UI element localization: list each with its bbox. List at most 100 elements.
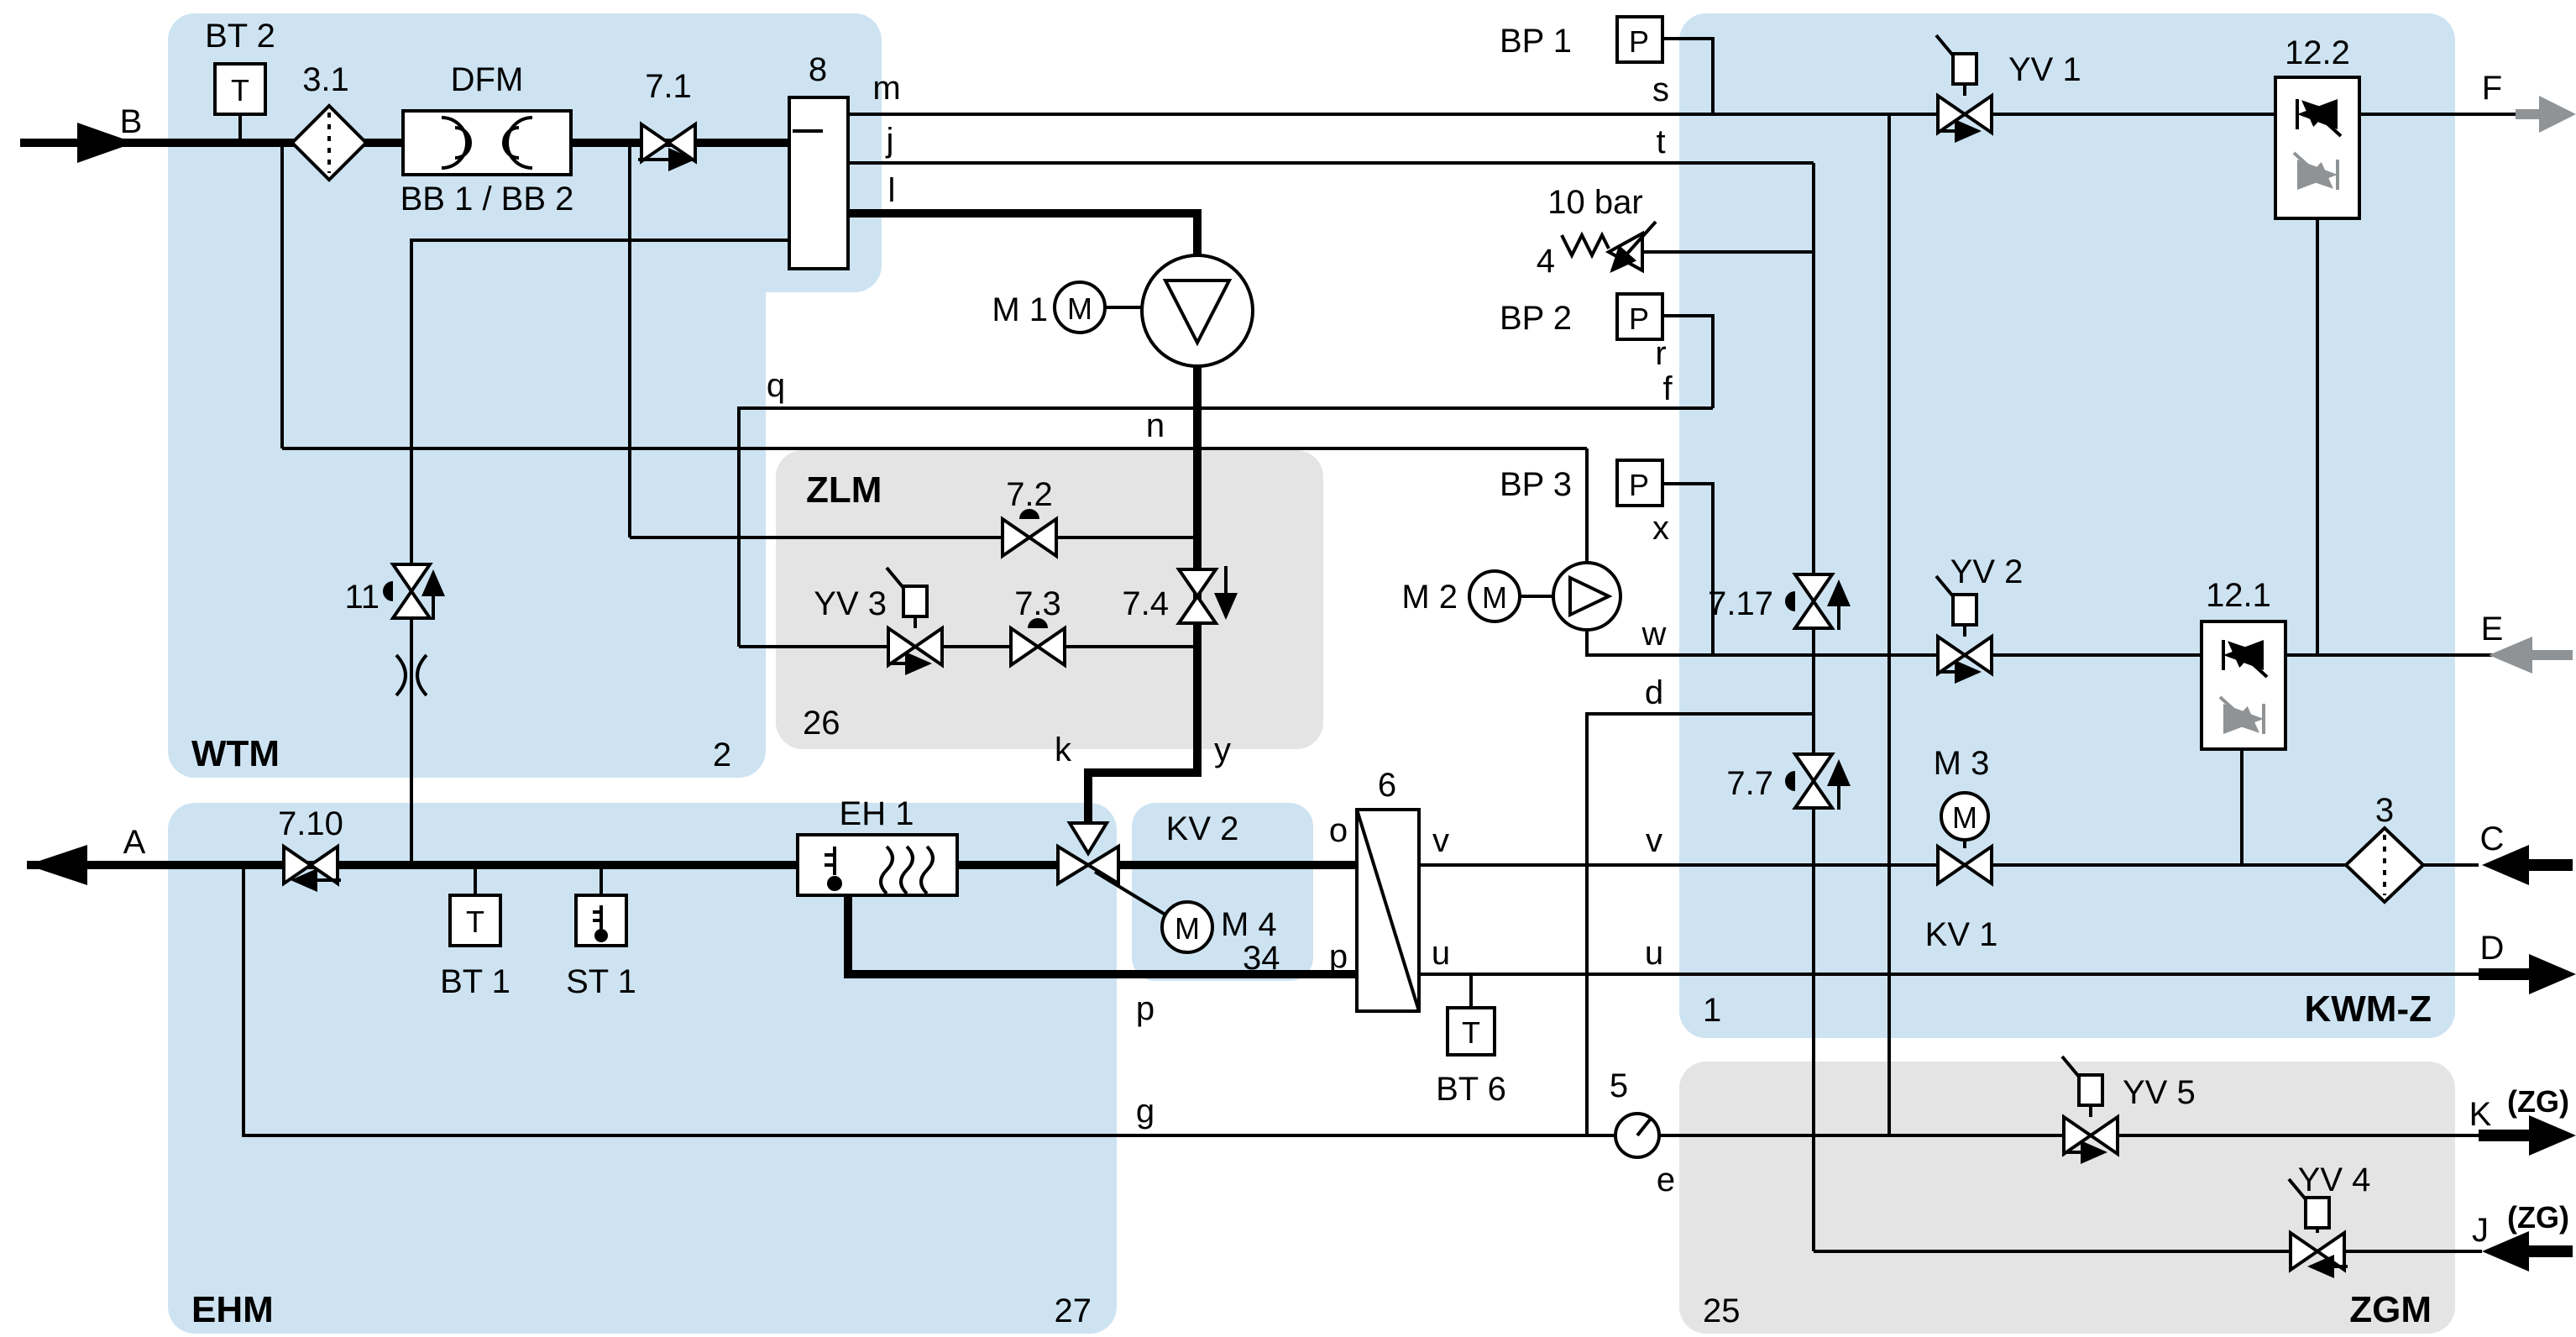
label-m3: M 3 bbox=[1934, 745, 1990, 782]
region-num-zlm: 26 bbox=[803, 705, 840, 742]
port-label-e: E bbox=[2481, 611, 2504, 648]
valve-7-7 bbox=[1785, 752, 1851, 810]
eh1-thermometer-icon bbox=[825, 847, 836, 875]
label-yv4: YV 4 bbox=[2298, 1161, 2371, 1198]
region-label-ehm: EHM bbox=[191, 1289, 274, 1330]
label-bp3: BP 3 bbox=[1500, 466, 1572, 503]
sensor-bt1: T bbox=[448, 894, 502, 947]
dfm-transducer-right-icon bbox=[502, 116, 533, 170]
port-label-d: D bbox=[2480, 930, 2505, 967]
label-4: 4 bbox=[1537, 243, 1555, 280]
valve-yv2 bbox=[1935, 574, 1993, 684]
port-label-j: J bbox=[2472, 1212, 2489, 1249]
label-bp2: BP 2 bbox=[1500, 300, 1572, 337]
line-label-d: d bbox=[1645, 674, 1663, 711]
sensor-bt6: T bbox=[1446, 1006, 1496, 1056]
link-m4 bbox=[1093, 870, 1174, 920]
label-7-10: 7.10 bbox=[278, 805, 343, 842]
line-label-f: f bbox=[1662, 370, 1673, 407]
label-6: 6 bbox=[1378, 767, 1396, 804]
sensor-bt1-symbol: T bbox=[466, 904, 484, 939]
region-num-wtm: 2 bbox=[713, 737, 731, 773]
dfm-transducer-left-icon bbox=[441, 116, 472, 170]
line-label-m: m bbox=[872, 70, 900, 107]
sensor-bt2: T bbox=[213, 62, 267, 116]
valve-7-7-dot bbox=[1785, 771, 1795, 791]
label-10bar: 10 bar bbox=[1547, 184, 1642, 221]
label-bt1: BT 1 bbox=[440, 963, 510, 1000]
label-11: 11 bbox=[344, 579, 380, 616]
label-7-1: 7.1 bbox=[645, 68, 692, 105]
motor-m2-letter: M bbox=[1482, 580, 1507, 615]
label-3: 3 bbox=[2375, 792, 2394, 829]
label-8: 8 bbox=[809, 51, 827, 88]
line-label-j: j bbox=[886, 122, 894, 159]
line-label-g: g bbox=[1136, 1093, 1154, 1130]
pipes-thin bbox=[238, 37, 2516, 1253]
region-kwmz bbox=[1679, 13, 2455, 1038]
heater-eh1 bbox=[796, 833, 959, 897]
label-12-2: 12.2 bbox=[2285, 34, 2350, 71]
region-ehm bbox=[168, 803, 1117, 1334]
motor-m1-icon bbox=[1053, 281, 1107, 334]
line-label-k: k bbox=[1055, 731, 1072, 768]
pipe-q-f bbox=[737, 406, 1713, 647]
label-7-17: 7.17 bbox=[1708, 585, 1773, 622]
line-label-v-far: v bbox=[1646, 822, 1662, 859]
arrow-a-out bbox=[27, 845, 87, 885]
valve-11-dot bbox=[383, 581, 393, 601]
port-arrows bbox=[27, 96, 2576, 1271]
valve-7-4 bbox=[1175, 566, 1238, 625]
flowmeter-dfm bbox=[401, 109, 573, 176]
bp121-arrow-icon bbox=[2228, 641, 2269, 679]
arrow-k-out bbox=[2529, 1115, 2576, 1156]
heat-exchanger-6 bbox=[1355, 808, 1421, 1013]
label-7-2: 7.2 bbox=[1006, 476, 1053, 513]
valve-yv4 bbox=[2287, 1177, 2348, 1278]
line-label-q: q bbox=[767, 367, 785, 404]
label-eh1: EH 1 bbox=[840, 795, 914, 832]
bp121-arrow-gray-icon bbox=[2218, 695, 2259, 733]
pipe-v2-bypass11 bbox=[410, 239, 789, 865]
sensor-bp2-symbol: P bbox=[1629, 301, 1649, 336]
separator-8 bbox=[788, 96, 850, 270]
sensor-bp2: P bbox=[1615, 292, 1664, 341]
sensor-bp1-symbol: P bbox=[1629, 24, 1649, 59]
arrow-e-in bbox=[2489, 637, 2532, 674]
pipe-bp3-link bbox=[1662, 482, 1715, 655]
arrow-c-in bbox=[2482, 845, 2529, 885]
labels: B A F E C D K (ZG) J (ZG) WTM 2 ZLM 26 E… bbox=[120, 18, 2569, 1330]
motor-m3-icon bbox=[1940, 791, 1990, 842]
filter-3-1 bbox=[290, 103, 369, 182]
valve-yv5 bbox=[2060, 1055, 2119, 1164]
label-3-1: 3.1 bbox=[302, 61, 349, 98]
restrictor-icon bbox=[395, 653, 428, 697]
sensor-bp1: P bbox=[1615, 15, 1664, 64]
sensor-bp3-symbol: P bbox=[1629, 468, 1649, 502]
pump-m1: M bbox=[1053, 254, 1254, 368]
st1-thermometer-icon bbox=[593, 905, 603, 929]
label-12-1: 12.1 bbox=[2206, 577, 2271, 614]
region-label-wtm: WTM bbox=[191, 733, 280, 774]
valve-7-3-actuator-dot bbox=[1028, 618, 1048, 628]
line-label-r: r bbox=[1655, 335, 1666, 372]
label-kv1: KV 1 bbox=[1925, 916, 1998, 953]
arrow-f-out bbox=[2539, 96, 2576, 133]
valve-7-17-dot bbox=[1785, 591, 1795, 611]
line-label-v-near: v bbox=[1432, 822, 1449, 859]
label-yv2: YV 2 bbox=[1950, 553, 2024, 590]
bp122-arrow-gray-icon bbox=[2292, 151, 2333, 189]
bp122-arrow-icon bbox=[2301, 100, 2343, 138]
pump-m2: M bbox=[1468, 561, 1622, 632]
line-label-p-near: p bbox=[1329, 938, 1348, 975]
yv2-coil-icon bbox=[1951, 593, 1978, 627]
valve-kv1: M bbox=[1936, 791, 1993, 887]
arrow-b-in bbox=[77, 123, 134, 163]
motor-m4-icon bbox=[1160, 900, 1214, 954]
valve-11 bbox=[383, 563, 445, 697]
region-label-zgm: ZGM bbox=[2349, 1289, 2432, 1330]
region-label-zlm: ZLM bbox=[806, 469, 882, 511]
arrow-j-in bbox=[2482, 1231, 2529, 1271]
relief-flow-arrow-icon bbox=[1610, 220, 1657, 273]
